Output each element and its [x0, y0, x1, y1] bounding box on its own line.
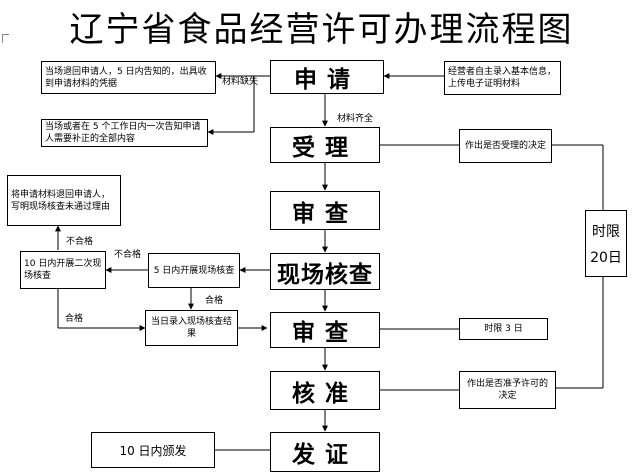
note-time-limit-3: 时限 3 日: [459, 318, 548, 340]
step-site-check: 现场核查: [270, 253, 380, 290]
time-limit-label: 时限: [592, 223, 620, 240]
note-same-day-entry: 当日录入现场核查结果: [145, 310, 238, 346]
note-applicant-input: 经营者自主录入基本信息，上传电子证明材料: [444, 61, 561, 95]
step-apply: 申请: [270, 60, 384, 94]
label-pass-first: 合格: [205, 296, 224, 306]
label-materials-complete: 材料齐全: [337, 114, 374, 124]
step-review: 审查: [270, 191, 380, 230]
page-title: 辽宁省食品经营许可办理流程图: [69, 10, 574, 50]
time-limit-box: 时限 20日: [585, 210, 627, 277]
note-second-check: 10 日内开展二次现场核查: [20, 251, 106, 289]
label-fail-second: 不合格: [66, 237, 94, 247]
note-return-materials: 将申请材料退回申请人，写明现场核查未通过理由: [7, 175, 121, 226]
step-issue: 发证: [270, 432, 380, 472]
step-approve: 核准: [270, 371, 380, 410]
note-correction: 当场或者在 5 个工作日内一次告知申请人需要补正的全部内容: [41, 119, 208, 147]
corner-mark: [2, 34, 9, 43]
label-pass-second: 合格: [65, 314, 84, 324]
step-accept: 受理: [270, 127, 380, 163]
note-permit-decision: 作出是否准予许可的决定: [459, 371, 556, 409]
step-review-2: 审查: [270, 312, 380, 348]
note-reject-receipt: 当场退回申请人，5 日内告知的，出具收到申请材料的凭据: [41, 61, 216, 94]
label-materials-missing: 材料缺失: [222, 77, 259, 87]
note-first-check: 5 日内开展现场核查: [148, 253, 240, 288]
note-issue-within: 10 日内颁发: [91, 432, 215, 468]
label-fail-site: 不合格: [114, 250, 142, 260]
note-accept-decision: 作出是否受理的决定: [459, 129, 552, 163]
time-limit-days: 20日: [590, 249, 622, 266]
